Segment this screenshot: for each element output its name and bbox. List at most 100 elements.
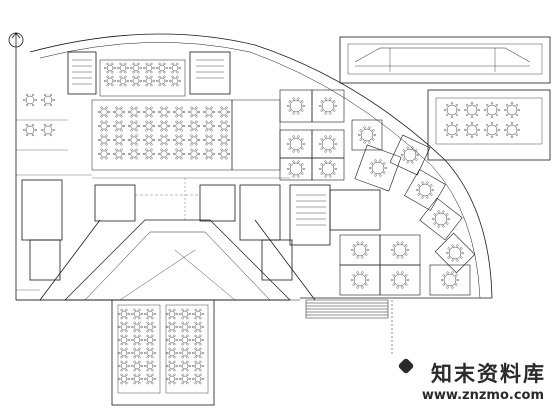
dining-table bbox=[112, 148, 126, 160]
dining-table bbox=[127, 120, 141, 132]
inset-room-table bbox=[484, 122, 500, 138]
inset-room-table bbox=[504, 122, 520, 138]
dining-table bbox=[202, 106, 216, 118]
inset-room-table bbox=[484, 102, 500, 118]
banquet-table bbox=[131, 373, 143, 385]
banquet-table bbox=[166, 347, 178, 359]
private-room-table bbox=[351, 241, 369, 259]
stair-hatching bbox=[72, 59, 326, 226]
dining-table bbox=[97, 106, 111, 118]
dining-table bbox=[187, 148, 201, 160]
dining-table bbox=[127, 148, 141, 160]
side-room-table bbox=[41, 93, 55, 107]
dining-table bbox=[217, 134, 231, 146]
dining-table bbox=[202, 148, 216, 160]
banquet-table bbox=[131, 334, 143, 346]
private-room-table bbox=[358, 126, 376, 144]
dining-table bbox=[172, 120, 186, 132]
dining-table bbox=[172, 134, 186, 146]
banquet-table bbox=[179, 334, 191, 346]
banquet-table bbox=[179, 373, 191, 385]
banquet-table bbox=[192, 321, 204, 333]
north-arrow-icon bbox=[8, 32, 24, 62]
central-atrium bbox=[39, 219, 316, 301]
dining-table bbox=[157, 134, 171, 146]
dining-table bbox=[127, 134, 141, 146]
banquet-table bbox=[166, 321, 178, 333]
banquet-table bbox=[192, 334, 204, 346]
side-room-table bbox=[23, 123, 37, 137]
private-room-table bbox=[351, 271, 369, 289]
dining-table bbox=[97, 148, 111, 160]
dining-table bbox=[97, 134, 111, 146]
dining-table bbox=[142, 120, 156, 132]
banquet-table bbox=[144, 347, 156, 359]
dining-table bbox=[104, 62, 116, 74]
private-room-table bbox=[369, 159, 387, 177]
dining-table bbox=[187, 106, 201, 118]
inset-room-table bbox=[464, 102, 480, 118]
banquet-table bbox=[131, 308, 143, 320]
dining-table bbox=[143, 75, 155, 87]
private-room-table bbox=[287, 97, 305, 115]
banquet-table bbox=[118, 360, 130, 372]
dining-table bbox=[112, 106, 126, 118]
banquet-table bbox=[144, 334, 156, 346]
dining-table bbox=[142, 106, 156, 118]
banquet-table bbox=[166, 334, 178, 346]
private-rooms bbox=[279, 89, 476, 296]
right-inset-frame bbox=[427, 89, 551, 161]
banquet-table bbox=[192, 373, 204, 385]
dining-table bbox=[142, 148, 156, 160]
bottom-inset-frame bbox=[111, 299, 215, 406]
banquet-table bbox=[118, 334, 130, 346]
banquet-table bbox=[192, 360, 204, 372]
dining-table bbox=[202, 120, 216, 132]
private-room-table bbox=[391, 271, 409, 289]
dining-table bbox=[117, 62, 129, 74]
dining-table bbox=[130, 75, 142, 87]
dining-table bbox=[112, 120, 126, 132]
banquet-table bbox=[179, 321, 191, 333]
watermark-url: www.znzmo.com bbox=[421, 388, 544, 403]
banquet-table bbox=[166, 360, 178, 372]
watermark-brand: 知末资料库 bbox=[431, 362, 546, 386]
dining-table bbox=[217, 148, 231, 160]
dining-table bbox=[130, 62, 142, 74]
inset-room-table bbox=[444, 122, 460, 138]
dining-table bbox=[112, 134, 126, 146]
banquet-table bbox=[131, 360, 143, 372]
banquet-table bbox=[144, 360, 156, 372]
dining-table bbox=[187, 134, 201, 146]
service-cores bbox=[21, 51, 381, 281]
dining-table bbox=[142, 134, 156, 146]
dining-table bbox=[202, 134, 216, 146]
inset-room-table bbox=[464, 122, 480, 138]
watermark: 知末资料库 www.znzmo.com bbox=[392, 352, 556, 416]
private-room-table bbox=[287, 135, 305, 153]
znzmo-logo-icon bbox=[398, 358, 414, 374]
side-room-table bbox=[41, 123, 55, 137]
dining-table bbox=[143, 62, 155, 74]
banquet-table bbox=[118, 321, 130, 333]
top-inset-frame bbox=[339, 36, 551, 84]
private-room-table bbox=[319, 135, 337, 153]
dining-table bbox=[217, 120, 231, 132]
banquet-table bbox=[166, 308, 178, 320]
table-layouts bbox=[23, 62, 520, 385]
banquet-table bbox=[192, 308, 204, 320]
banquet-table bbox=[144, 321, 156, 333]
inset-room-table bbox=[504, 102, 520, 118]
dining-table bbox=[117, 75, 129, 87]
dining-table bbox=[187, 120, 201, 132]
dining-table bbox=[172, 148, 186, 160]
dining-table bbox=[157, 120, 171, 132]
banquet-table bbox=[118, 373, 130, 385]
dining-table bbox=[169, 62, 181, 74]
dining-table bbox=[97, 120, 111, 132]
dining-table bbox=[169, 75, 181, 87]
private-room-table bbox=[446, 244, 464, 262]
banquet-table bbox=[166, 373, 178, 385]
banquet-table bbox=[131, 321, 143, 333]
